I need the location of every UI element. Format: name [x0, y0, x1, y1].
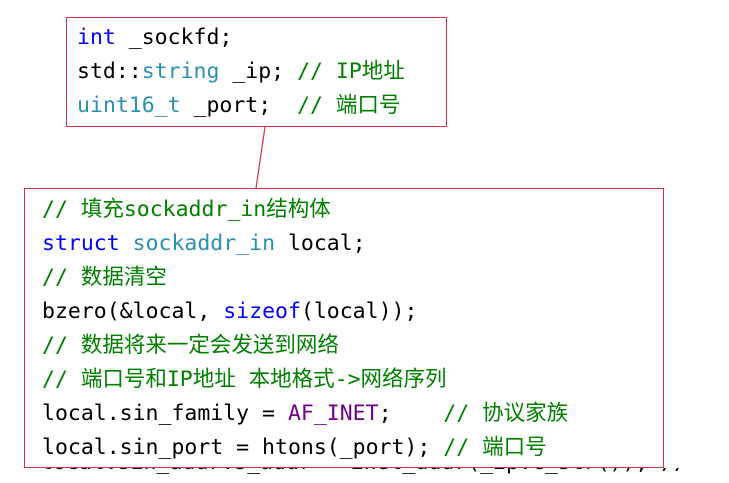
- comment-fill-struct: // 填充sockaddr_in结构体: [42, 197, 331, 222]
- code-line-sin-family: local.sin_family = AF_INET; // 协议家族: [42, 397, 663, 431]
- comment-send-network: // 数据将来一定会发送到网络: [42, 333, 339, 358]
- code-line-sockfd: int _sockfd;: [77, 21, 446, 55]
- keyword-sizeof: sizeof: [223, 299, 301, 324]
- namespace-std: std::: [77, 59, 142, 84]
- var-ip: _ip;: [219, 59, 298, 84]
- type-sockaddr-in: sockaddr_in: [132, 231, 276, 256]
- comment-clear-data: // 数据清空: [42, 265, 167, 290]
- bzero-args-a: (&local,: [106, 299, 224, 324]
- assign-sin-family: local.sin_family =: [42, 401, 288, 426]
- code-line-struct-decl: struct sockaddr_in local;: [42, 227, 663, 261]
- comment-port: // 端口号: [297, 93, 401, 118]
- macro-af-inet: AF_INET: [287, 401, 379, 426]
- cutoff-code-line: local.sin_addr.s_addr = inet_addr(_ip.c_…: [40, 468, 680, 483]
- var-sockfd: _sockfd;: [115, 25, 233, 50]
- code-line-sin-port: local.sin_port = htons(_port); // 端口号: [42, 431, 663, 465]
- func-bzero: bzero: [42, 299, 107, 324]
- keyword-int: int: [77, 25, 116, 50]
- semicolon: ;: [378, 401, 444, 426]
- type-string: string: [141, 59, 220, 84]
- comment-ip: // IP地址: [297, 59, 405, 84]
- assign-sin-port: local.sin_port = htons(_port);: [42, 435, 444, 460]
- var-local: local;: [275, 231, 366, 256]
- comment-protocol-family: // 协议家族: [443, 401, 569, 426]
- type-uint16: uint16_t: [77, 93, 181, 118]
- code-line-bzero: bzero(&local, sizeof(local));: [42, 295, 663, 329]
- comment-port-number: // 端口号: [443, 435, 547, 460]
- comment-local-to-network: // 端口号和IP地址 本地格式->网络序列: [42, 367, 447, 392]
- space: [120, 231, 133, 256]
- code-line-sin-addr-partial: local.sin_addr.s_addr = inet_addr(_ip.c_…: [40, 468, 680, 480]
- code-line-ip: std::string _ip; // IP地址: [77, 55, 446, 89]
- code-line-port: uint16_t _port; // 端口号: [77, 89, 446, 123]
- bzero-args-b: (local));: [300, 299, 418, 324]
- member-variables-box: int _sockfd; std::string _ip; // IP地址 ui…: [66, 17, 447, 127]
- sockaddr-setup-box: // 填充sockaddr_in结构体 struct sockaddr_in l…: [24, 188, 664, 468]
- keyword-struct: struct: [42, 231, 120, 256]
- var-port: _port;: [180, 93, 298, 118]
